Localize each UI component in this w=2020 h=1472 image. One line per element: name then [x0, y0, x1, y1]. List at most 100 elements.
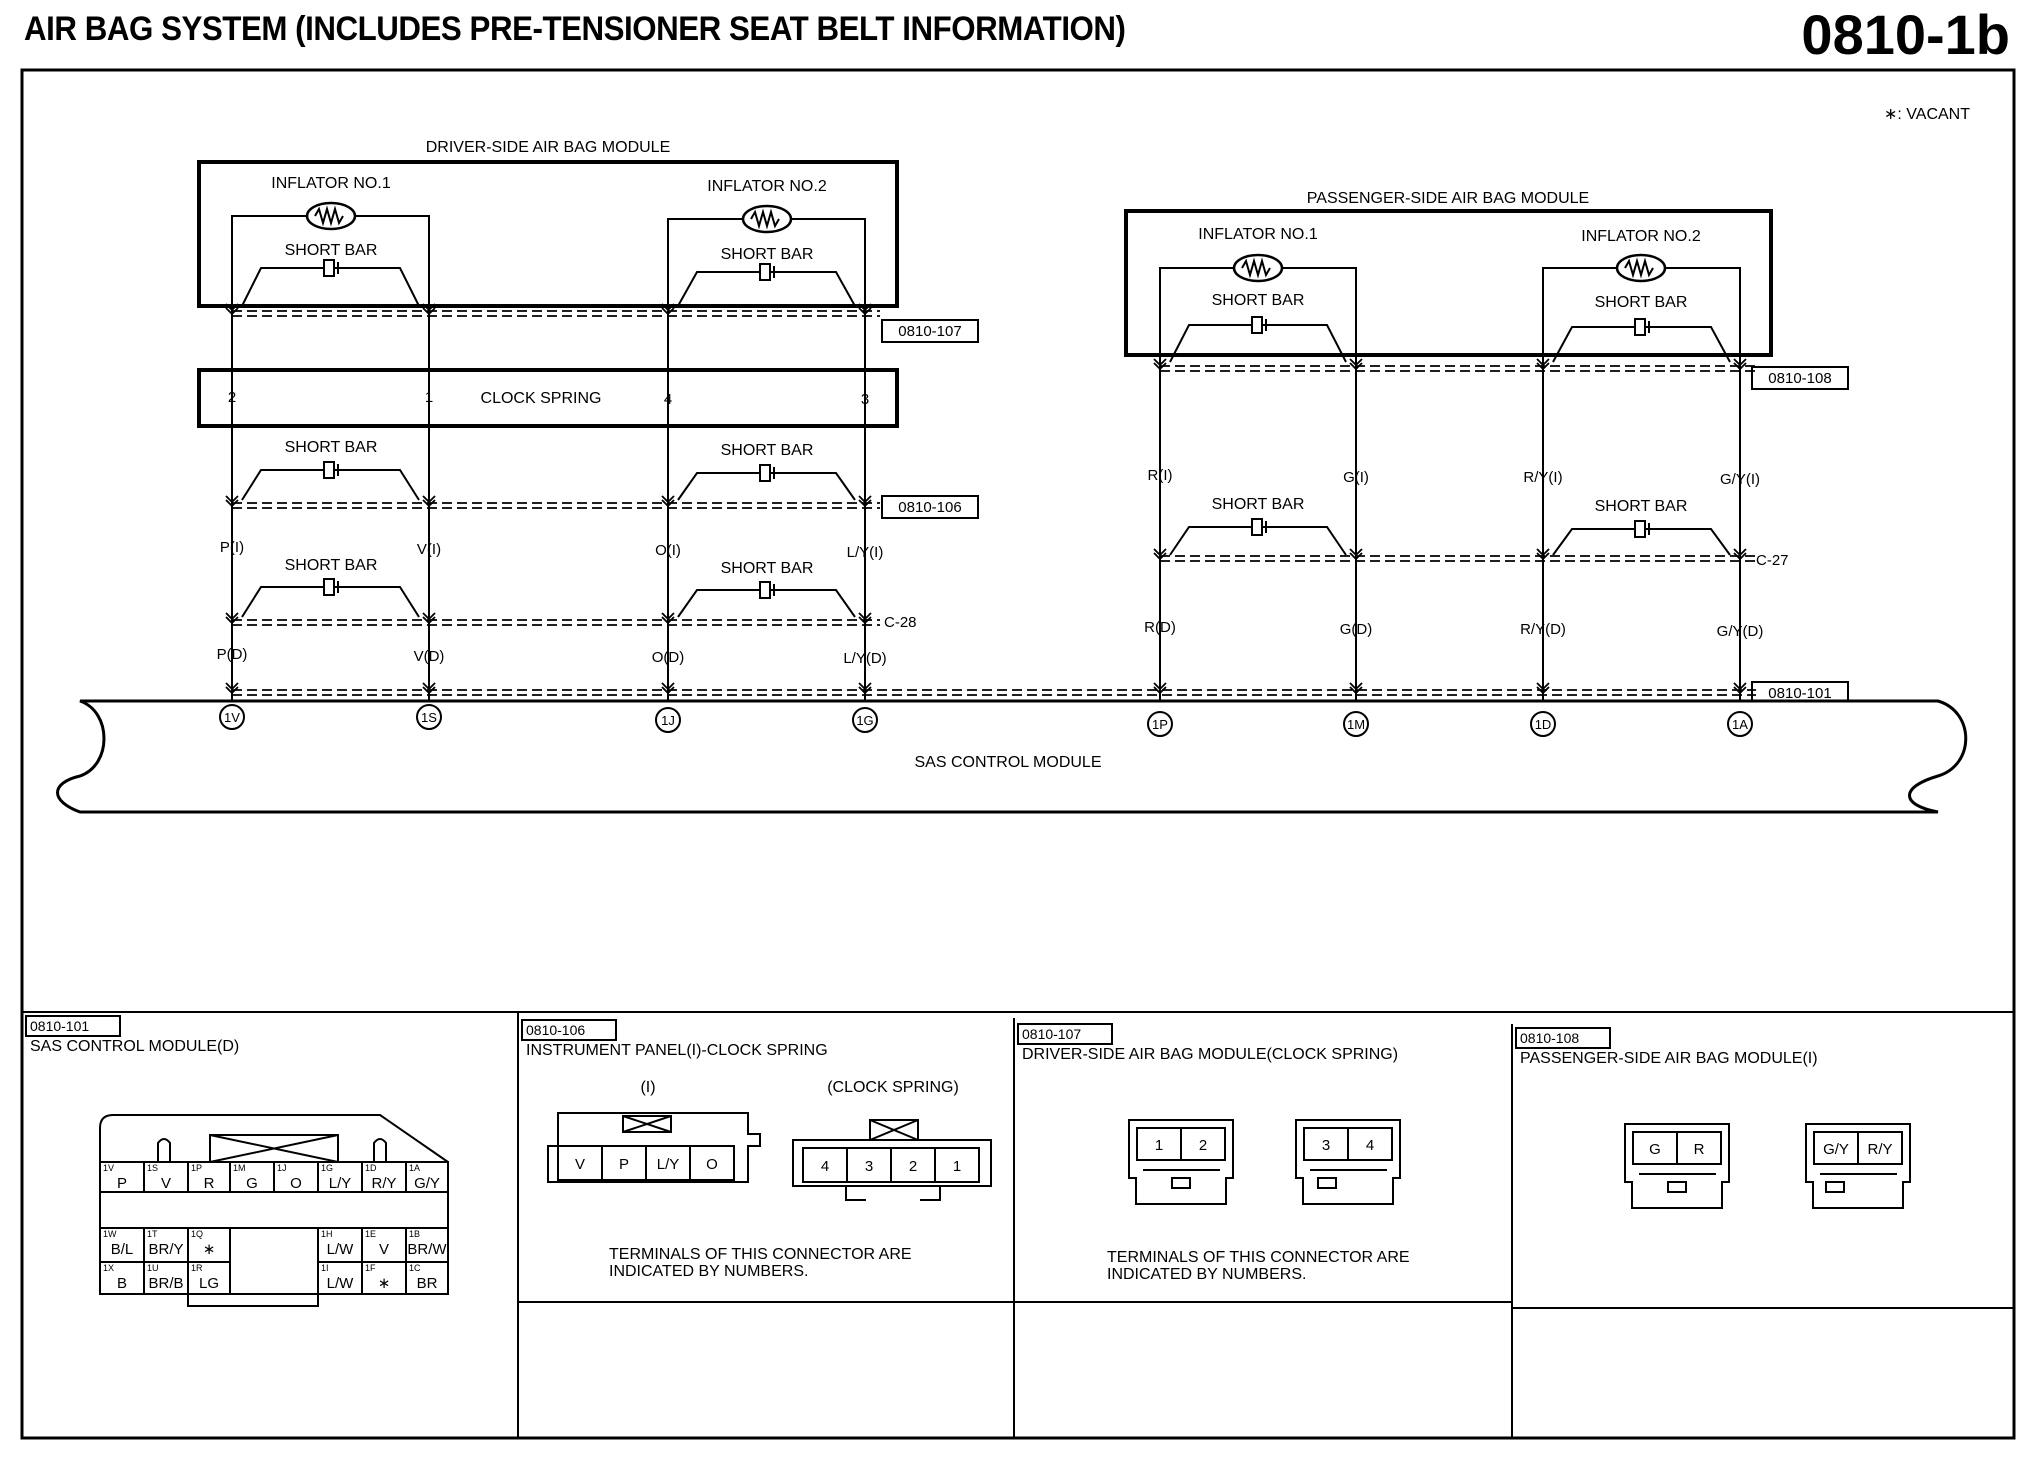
terminal-label: 1P	[1152, 717, 1168, 732]
svg-text:O: O	[706, 1156, 718, 1173]
passenger-inflator1-label: INFLATOR NO.1	[1198, 226, 1318, 243]
ref-0810-101: 0810-101	[1768, 685, 1831, 702]
panel-code: 0810-107	[1022, 1026, 1081, 1042]
wire-label: G/Y(D)	[1717, 623, 1764, 640]
svg-text:1G: 1G	[321, 1163, 333, 1173]
short-bar-label: SHORT BAR	[721, 560, 814, 577]
svg-text:1: 1	[1155, 1137, 1163, 1154]
wire-label: G/Y(I)	[1720, 471, 1760, 488]
svg-text:L/Y: L/Y	[657, 1156, 680, 1173]
svg-text:1U: 1U	[147, 1263, 159, 1273]
svg-text:V: V	[575, 1156, 585, 1173]
wire-label: O(I)	[655, 542, 681, 559]
svg-text:P: P	[117, 1175, 127, 1192]
svg-text:1S: 1S	[147, 1163, 158, 1173]
connector-0810-101-drawing	[99, 1114, 449, 1307]
svg-text:G: G	[246, 1175, 258, 1192]
panel-title: SAS CONTROL MODULE(D)	[30, 1038, 239, 1055]
pin-label: 1	[425, 389, 433, 406]
wire-label: R(I)	[1148, 467, 1173, 484]
ref-0810-106: 0810-106	[898, 499, 961, 516]
svg-text:1P: 1P	[191, 1163, 202, 1173]
svg-text:R: R	[1694, 1141, 1705, 1158]
driver-inflator2-label: INFLATOR NO.2	[707, 178, 827, 195]
connector-0810-101-cells: 1V 1S 1P 1M 1J 1G 1D 1A 1W 1T 1Q 1H 1E 1…	[103, 1163, 447, 1292]
svg-text:G/Y: G/Y	[1823, 1141, 1849, 1158]
svg-text:1F: 1F	[365, 1263, 376, 1273]
wire-label: V(I)	[417, 541, 441, 558]
svg-text:1Q: 1Q	[191, 1229, 203, 1239]
connector-label-i: (I)	[640, 1079, 655, 1096]
svg-text:1E: 1E	[365, 1229, 376, 1239]
svg-text:BR/W: BR/W	[407, 1241, 447, 1258]
sas-control-module-outline	[56, 699, 1968, 814]
wire-label: P(D)	[217, 646, 248, 663]
passenger-module-label: PASSENGER-SIDE AIR BAG MODULE	[1307, 190, 1589, 207]
svg-text:∗: ∗	[378, 1275, 391, 1292]
connector-0810-106-pins: V P L/Y O 4 3 2 1	[575, 1156, 961, 1175]
svg-text:B: B	[117, 1275, 127, 1292]
ref-0810-107: 0810-107	[898, 323, 961, 340]
connector-0810-108-drawing	[1624, 1123, 1911, 1209]
driver-inflator1-label: INFLATOR NO.1	[271, 175, 391, 192]
svg-text:L/W: L/W	[327, 1275, 355, 1292]
wire-label: V(D)	[414, 648, 445, 665]
driver-module-box	[197, 160, 899, 308]
terminal-note: INDICATED BY NUMBERS.	[1107, 1266, 1306, 1283]
svg-text:1A: 1A	[409, 1163, 420, 1173]
svg-text:1R: 1R	[191, 1263, 203, 1273]
connector-0810-107-pins: 1 2 3 4	[1155, 1137, 1374, 1154]
wire-label: L/Y(D)	[843, 650, 886, 667]
wire-label: O(D)	[652, 649, 685, 666]
terminal-note: INDICATED BY NUMBERS.	[609, 1263, 808, 1280]
wire-label: L/Y(I)	[847, 544, 884, 561]
svg-text:1T: 1T	[147, 1229, 158, 1239]
short-bar-label: SHORT BAR	[1212, 292, 1305, 309]
svg-text:1: 1	[953, 1158, 961, 1175]
svg-text:R/Y: R/Y	[1867, 1141, 1892, 1158]
short-bar-label: SHORT BAR	[721, 246, 814, 263]
svg-text:L/Y: L/Y	[329, 1175, 352, 1192]
svg-text:3: 3	[865, 1158, 873, 1175]
panel-title: DRIVER-SIDE AIR BAG MODULE(CLOCK SPRING)	[1022, 1046, 1398, 1063]
wire-label: R/Y(D)	[1520, 621, 1566, 638]
sas-control-module-label: SAS CONTROL MODULE	[915, 754, 1102, 771]
short-bar-label: SHORT BAR	[285, 439, 378, 456]
clock-spring-label: CLOCK SPRING	[481, 390, 602, 407]
connector-label-clock-spring: (CLOCK SPRING)	[827, 1079, 959, 1096]
connector-c27: C-27	[1756, 552, 1789, 569]
svg-text:P: P	[619, 1156, 629, 1173]
short-bar-label: SHORT BAR	[1595, 498, 1688, 515]
connector-0810-108-pins: G R G/Y R/Y	[1649, 1141, 1892, 1158]
svg-text:2: 2	[1199, 1137, 1207, 1154]
short-bar-label: SHORT BAR	[285, 242, 378, 259]
svg-text:1H: 1H	[321, 1229, 333, 1239]
pin-label: 3	[861, 391, 869, 408]
page-title: AIR BAG SYSTEM (INCLUDES PRE-TENSIONER S…	[24, 10, 1126, 48]
driver-module-label: DRIVER-SIDE AIR BAG MODULE	[426, 139, 671, 156]
panel-title: INSTRUMENT PANEL(I)-CLOCK SPRING	[526, 1042, 828, 1059]
wire-label: P(I)	[220, 539, 244, 556]
svg-text:2: 2	[909, 1158, 917, 1175]
svg-text:3: 3	[1322, 1137, 1330, 1154]
svg-text:1W: 1W	[103, 1229, 117, 1239]
svg-text:1J: 1J	[277, 1163, 287, 1173]
pin-label: 2	[228, 389, 236, 406]
terminal-label: 1G	[856, 713, 873, 728]
short-bar-label: SHORT BAR	[721, 442, 814, 459]
terminal-label: 1J	[661, 713, 675, 728]
svg-text:4: 4	[1366, 1137, 1374, 1154]
svg-text:1M: 1M	[233, 1163, 246, 1173]
connector-c28: C-28	[884, 614, 917, 631]
passenger-inflator2-label: INFLATOR NO.2	[1581, 228, 1701, 245]
panel-code: 0810-106	[526, 1022, 585, 1038]
connector-0810-106-cs-drawing	[792, 1119, 992, 1201]
svg-text:1D: 1D	[365, 1163, 377, 1173]
outer-frame	[20, 68, 2016, 1440]
short-bar-label: SHORT BAR	[285, 557, 378, 574]
terminal-label: 1A	[1732, 717, 1748, 732]
svg-text:B/L: B/L	[111, 1241, 134, 1258]
panel-code: 0810-108	[1520, 1030, 1579, 1046]
svg-text:1B: 1B	[409, 1229, 420, 1239]
